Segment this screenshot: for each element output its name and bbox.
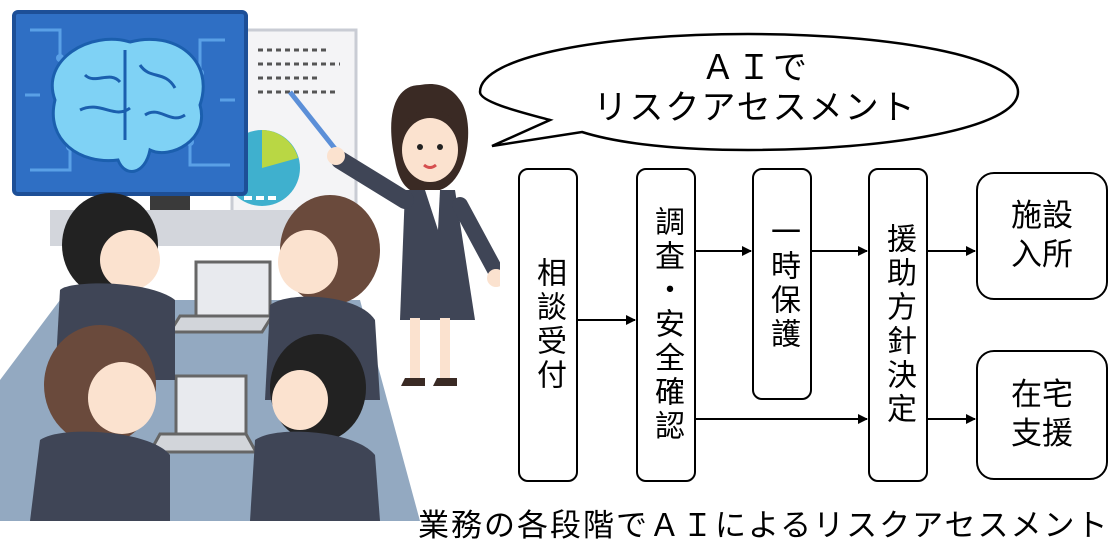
meeting-illustration <box>0 10 500 521</box>
bubble-text: ＡＩで リスクアセスメント <box>560 48 950 128</box>
attendee-woman-left <box>30 325 170 521</box>
ai-brain-screen <box>12 10 248 196</box>
attendee-man-right <box>250 334 380 521</box>
outcome-home-box: 在宅 支援 <box>976 350 1108 480</box>
caption: 業務の各段階でＡＩによるリスクアセスメントを <box>418 508 1112 544</box>
temporary-protection-box: 一時保護 <box>752 168 812 400</box>
bubble-line-1: ＡＩで <box>701 48 809 88</box>
bubble-line-2: リスクアセスメント <box>593 88 917 129</box>
presenter <box>327 83 500 386</box>
outcome-home-line-2: 支援 <box>1011 416 1073 452</box>
intake-box: 相談受付 <box>518 168 578 482</box>
outcome-facility-box: 施設 入所 <box>976 172 1108 300</box>
temporary-protection-label: 一時保護 <box>765 216 800 352</box>
policy-decision-box: 援助方針決定 <box>868 168 928 482</box>
policy-decision-label: 援助方針決定 <box>881 223 916 427</box>
pointer-stick <box>288 90 338 152</box>
flow-arrows <box>578 246 976 424</box>
investigation-box: 調査・安全確認 <box>636 168 696 482</box>
outcome-home-line-1: 在宅 <box>1011 377 1073 414</box>
outcome-facility-line-2: 入所 <box>1011 237 1073 273</box>
outcome-facility-line-1: 施設 <box>1011 198 1073 235</box>
intake-label: 相談受付 <box>531 257 566 393</box>
speech-bubble <box>478 32 1020 152</box>
investigation-label: 調査・安全確認 <box>649 206 684 444</box>
